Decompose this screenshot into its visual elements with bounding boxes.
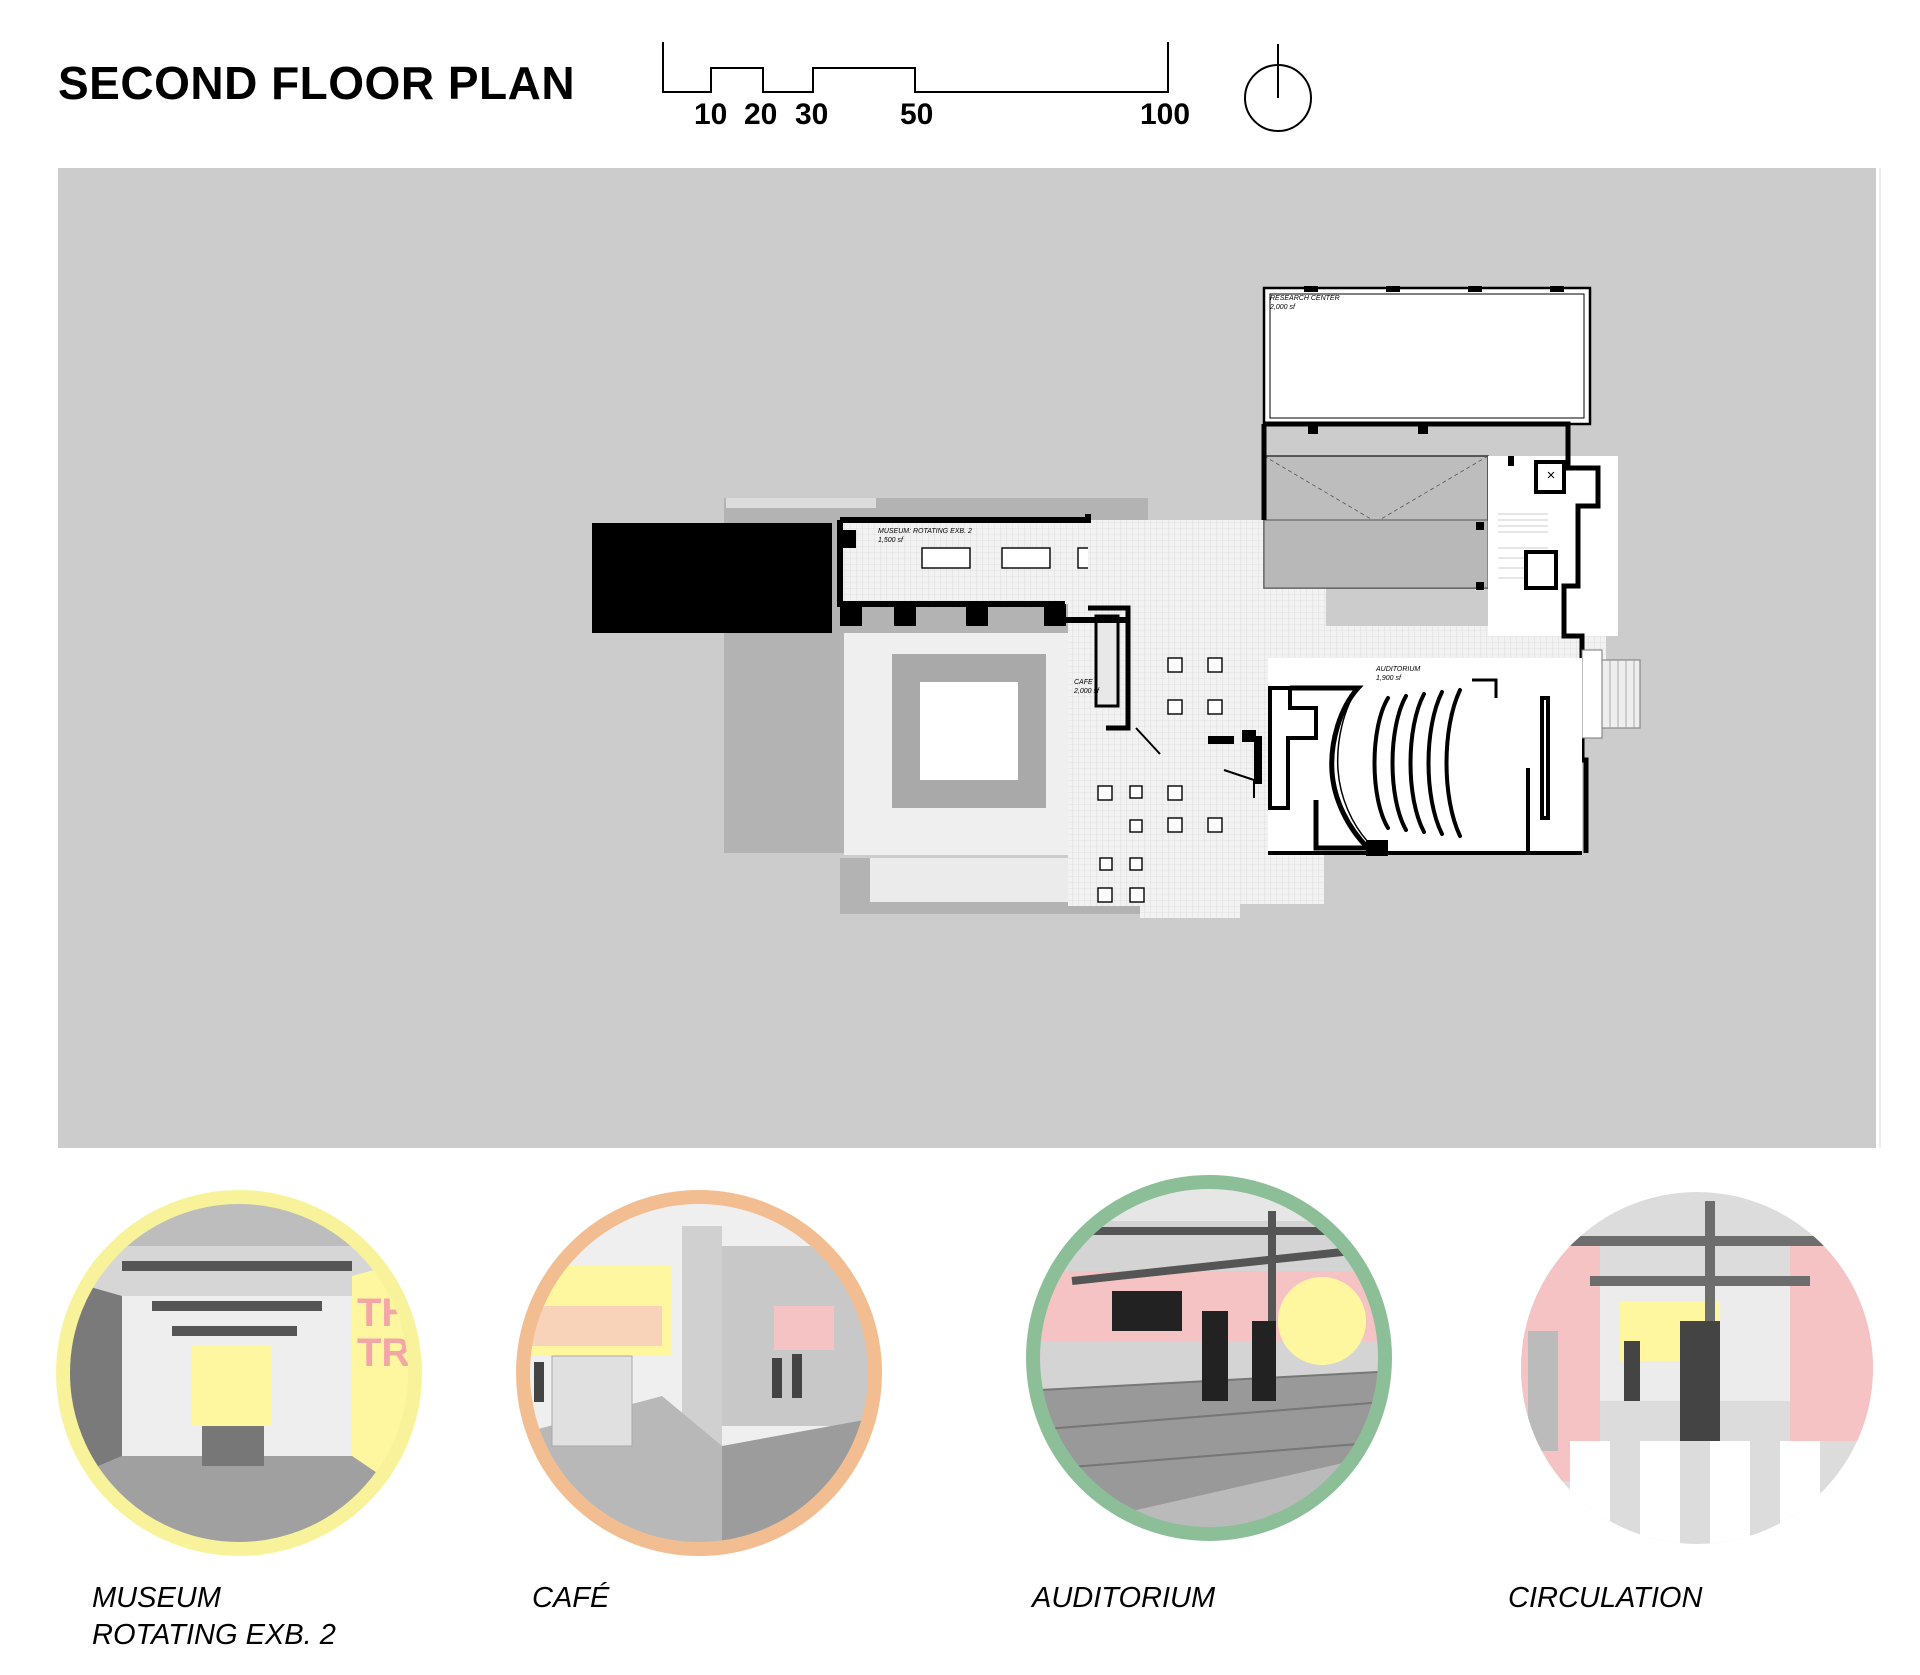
- north-arrow-icon: [1244, 44, 1312, 132]
- caption-auditorium: AUDITORIUM: [1032, 1582, 1216, 1614]
- caption-museum: MUSEUM ROTATING EXB. 2: [92, 1582, 336, 1651]
- scale-bar: [662, 42, 1169, 93]
- floor-plan-drawing: [592, 286, 1641, 918]
- scale-label-50: 50: [900, 98, 934, 131]
- scale-label-10: 10: [694, 98, 728, 131]
- caption-cafe: CAFÉ: [532, 1582, 610, 1614]
- caption-circulation: CIRCULATION: [1508, 1582, 1703, 1614]
- page-title: SECOND FLOOR PLAN: [58, 57, 576, 109]
- auditorium-vignette: [1026, 1175, 1392, 1541]
- museum-vignette: TH TRI: [56, 1190, 422, 1556]
- scale-label-100: 100: [1140, 98, 1191, 131]
- cafe-vignette: [516, 1190, 882, 1556]
- circulation-vignette: [1521, 1192, 1873, 1544]
- black-mass-block: [592, 523, 832, 633]
- scale-label-30: 30: [795, 98, 829, 131]
- scale-label-20: 20: [744, 98, 778, 131]
- research-center-room: [1262, 286, 1592, 426]
